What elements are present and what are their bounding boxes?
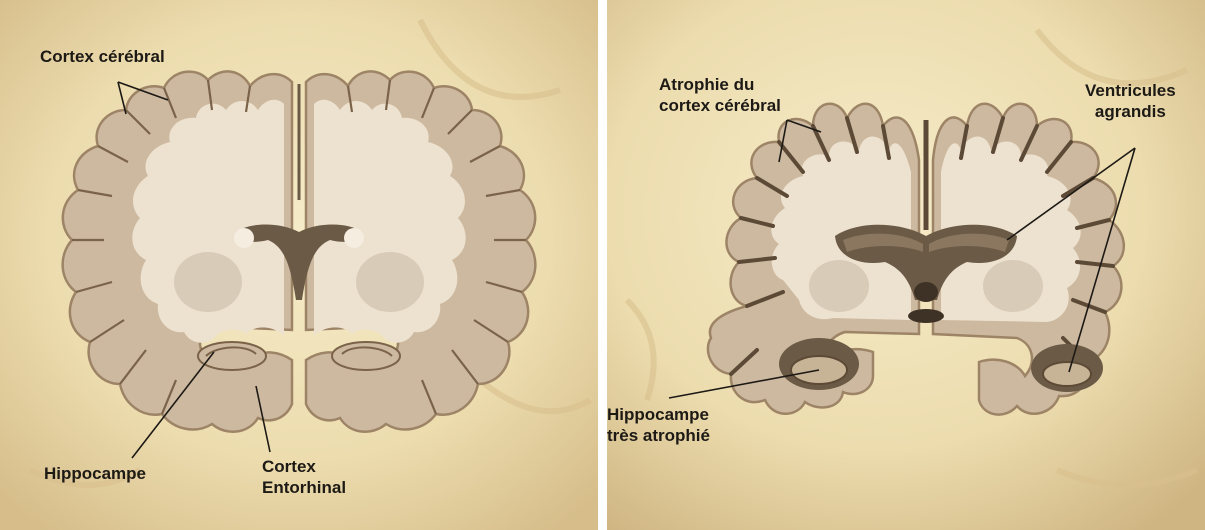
right-basal-ganglia — [356, 252, 424, 312]
healthy-brain-panel: Cortex cérébral Hippocampe Cortex Entorh… — [0, 0, 598, 530]
alzheimer-brain-panel: Atrophie du cortex cérébral Ventricules … — [607, 0, 1205, 530]
left-hippocampus — [198, 342, 266, 370]
atrophied-left-hippocampus — [779, 338, 859, 390]
hippocampus-atrophy-label: Hippocampe très atrophié — [607, 404, 710, 446]
right-hippocampus — [332, 342, 400, 370]
hippocampus-label: Hippocampe — [44, 463, 146, 484]
cortex-atrophy-label: Atrophie du cortex cérébral — [659, 74, 781, 116]
enlarged-ventricles-label: Ventricules agrandis — [1085, 80, 1176, 122]
cortex-label: Cortex cérébral — [40, 46, 165, 67]
left-basal-ganglia — [174, 252, 242, 312]
right-basal-ganglia — [983, 260, 1043, 312]
healthy-brain-illustration — [0, 0, 598, 530]
entorhinal-cortex-label: Cortex Entorhinal — [262, 456, 346, 498]
left-basal-ganglia — [809, 260, 869, 312]
atrophied-right-hippocampus — [1031, 344, 1103, 392]
